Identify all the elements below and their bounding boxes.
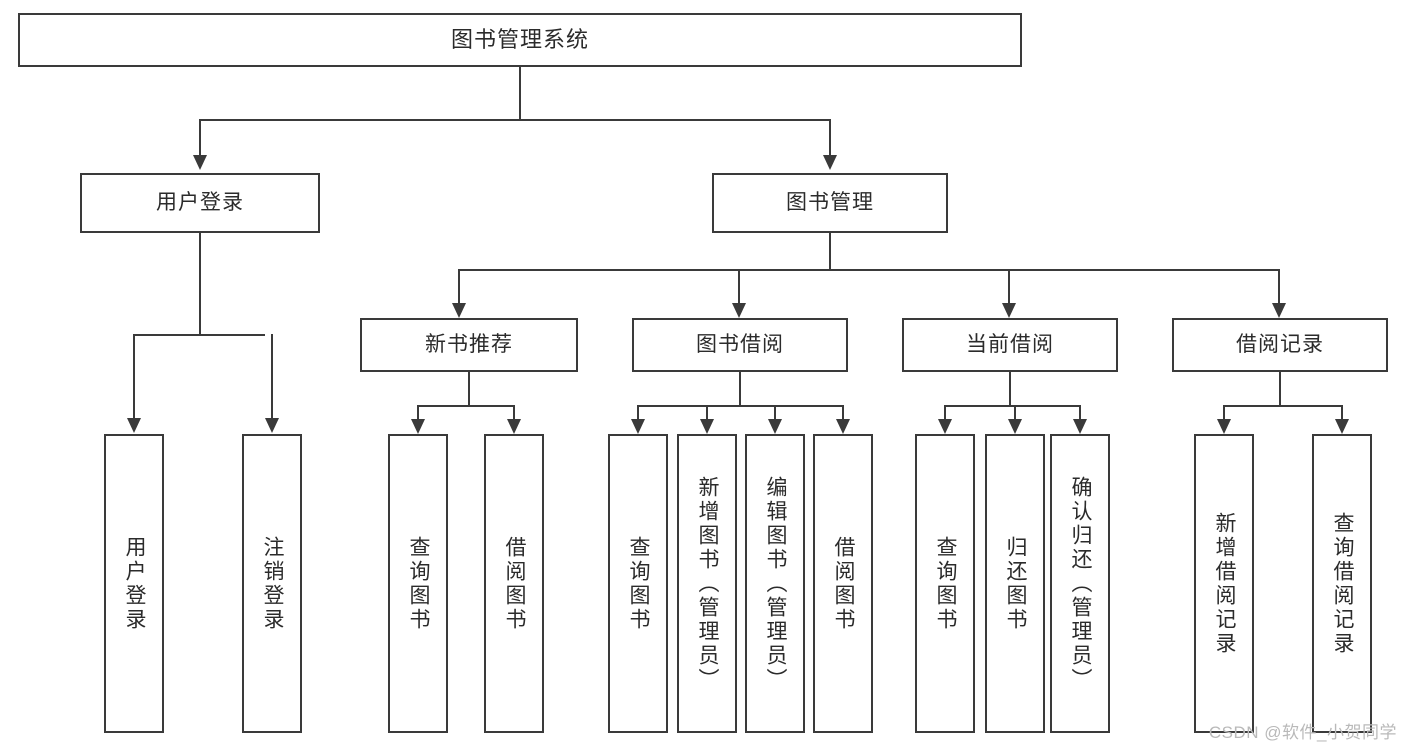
leaf-borrow-record-add[interactable]: 新增借阅记录 xyxy=(1194,434,1254,733)
leaf-book-borrow-borrow[interactable]: 借阅图书 xyxy=(813,434,873,733)
connector-nbr-stem xyxy=(468,372,470,406)
connector-root-stem xyxy=(519,67,521,120)
arrow-to-new-book-recommend xyxy=(452,303,466,318)
node-label: 图书管理 xyxy=(786,191,874,215)
connector-br-leaf-2 xyxy=(1341,405,1343,421)
node-label: 新书推荐 xyxy=(425,333,513,357)
connector-br-bar xyxy=(1223,405,1342,407)
node-label: 查询图书 xyxy=(934,535,958,632)
arrow-nbr-leaf-1 xyxy=(411,419,425,434)
node-label: 当前借阅 xyxy=(966,333,1054,357)
connector-cb-stem xyxy=(1009,372,1011,406)
leaf-book-borrow-edit-admin[interactable]: 编辑图书（管理员） xyxy=(745,434,805,733)
node-label: 归还图书 xyxy=(1004,535,1028,632)
arrow-bb-leaf-1 xyxy=(631,419,645,434)
arrow-bb-leaf-3 xyxy=(768,419,782,434)
connector-root-to-user-login xyxy=(199,119,201,157)
arrow-to-current-borrow xyxy=(1002,303,1016,318)
arrow-to-borrow-record xyxy=(1272,303,1286,318)
connector-user-login-bar xyxy=(133,334,265,336)
leaf-borrow-record-query[interactable]: 查询借阅记录 xyxy=(1312,434,1372,733)
node-label: 借阅记录 xyxy=(1236,333,1324,357)
connector-nbr-leaf-1 xyxy=(417,405,419,421)
connector-bm-to-new-book xyxy=(458,269,460,305)
leaf-current-borrow-confirm-admin[interactable]: 确认归还（管理员） xyxy=(1050,434,1110,733)
connector-br-leaf-1 xyxy=(1223,405,1225,421)
leaf-user-login-logout[interactable]: 注销登录 xyxy=(242,434,302,733)
leaf-user-login-login[interactable]: 用户登录 xyxy=(104,434,164,733)
node-current-borrow[interactable]: 当前借阅 xyxy=(902,318,1118,372)
leaf-new-book-query[interactable]: 查询图书 xyxy=(388,434,448,733)
connector-bb-leaf-3 xyxy=(774,405,776,421)
arrow-nbr-leaf-2 xyxy=(507,419,521,434)
arrow-to-user-login xyxy=(193,155,207,170)
connector-cb-leaf-2 xyxy=(1014,405,1016,421)
node-label: 编辑图书（管理员） xyxy=(764,475,788,692)
arrow-cb-leaf-3 xyxy=(1073,419,1087,434)
node-label: 查询图书 xyxy=(407,535,431,632)
connector-book-management-bar xyxy=(458,269,1280,271)
arrow-user-login-leaf-2 xyxy=(265,418,279,433)
node-label: 图书管理系统 xyxy=(450,26,589,52)
leaf-book-borrow-add-admin[interactable]: 新增图书（管理员） xyxy=(677,434,737,733)
connector-bb-leaf-4 xyxy=(842,405,844,421)
node-label: 确认归还（管理员） xyxy=(1069,475,1093,692)
node-label: 新增图书（管理员） xyxy=(696,475,720,692)
node-label: 查询借阅记录 xyxy=(1331,511,1355,656)
csdn-watermark: CSDN @软件_小贺同学 xyxy=(1208,723,1397,742)
connector-user-login-to-leaf-1 xyxy=(133,334,135,420)
connector-user-login-stem xyxy=(199,233,201,335)
node-label: 用户登录 xyxy=(156,191,244,215)
node-label: 查询图书 xyxy=(627,535,651,632)
arrow-cb-leaf-2 xyxy=(1008,419,1022,434)
node-label: 注销登录 xyxy=(261,535,285,632)
node-borrow-record[interactable]: 借阅记录 xyxy=(1172,318,1388,372)
connector-nbr-leaf-2 xyxy=(513,405,515,421)
connector-br-stem xyxy=(1279,372,1281,406)
node-book-management[interactable]: 图书管理 xyxy=(712,173,948,233)
connector-cb-bar xyxy=(944,405,1080,407)
connector-bm-to-current-borrow xyxy=(1008,269,1010,305)
node-label: 用户登录 xyxy=(123,535,147,632)
connector-nbr-bar xyxy=(417,405,515,407)
connector-root-to-book-management xyxy=(829,119,831,157)
node-label: 新增借阅记录 xyxy=(1213,511,1237,656)
node-label: 借阅图书 xyxy=(832,535,856,632)
arrow-br-leaf-1 xyxy=(1217,419,1231,434)
node-user-login[interactable]: 用户登录 xyxy=(80,173,320,233)
node-new-book-recommend[interactable]: 新书推荐 xyxy=(360,318,578,372)
arrow-cb-leaf-1 xyxy=(938,419,952,434)
leaf-new-book-borrow[interactable]: 借阅图书 xyxy=(484,434,544,733)
connector-user-login-to-leaf-2 xyxy=(271,334,273,420)
connector-cb-leaf-3 xyxy=(1079,405,1081,421)
connector-bb-leaf-2 xyxy=(706,405,708,421)
connector-bm-to-book-borrow xyxy=(738,269,740,305)
node-label: 借阅图书 xyxy=(503,535,527,632)
connector-book-management-stem xyxy=(829,233,831,271)
arrow-bb-leaf-4 xyxy=(836,419,850,434)
node-book-borrow[interactable]: 图书借阅 xyxy=(632,318,848,372)
node-label: 图书借阅 xyxy=(696,333,784,357)
arrow-br-leaf-2 xyxy=(1335,419,1349,434)
leaf-current-borrow-return[interactable]: 归还图书 xyxy=(985,434,1045,733)
connector-root-bar xyxy=(199,119,831,121)
leaf-current-borrow-query[interactable]: 查询图书 xyxy=(915,434,975,733)
leaf-book-borrow-query[interactable]: 查询图书 xyxy=(608,434,668,733)
arrow-bb-leaf-2 xyxy=(700,419,714,434)
arrow-to-book-management xyxy=(823,155,837,170)
node-root-book-management-system[interactable]: 图书管理系统 xyxy=(18,13,1022,67)
connector-bb-stem xyxy=(739,372,741,406)
connector-bb-leaf-1 xyxy=(637,405,639,421)
connector-bm-to-borrow-record xyxy=(1278,269,1280,305)
connector-bb-bar xyxy=(637,405,843,407)
connector-cb-leaf-1 xyxy=(944,405,946,421)
arrow-to-book-borrow xyxy=(732,303,746,318)
arrow-user-login-leaf-1 xyxy=(127,418,141,433)
